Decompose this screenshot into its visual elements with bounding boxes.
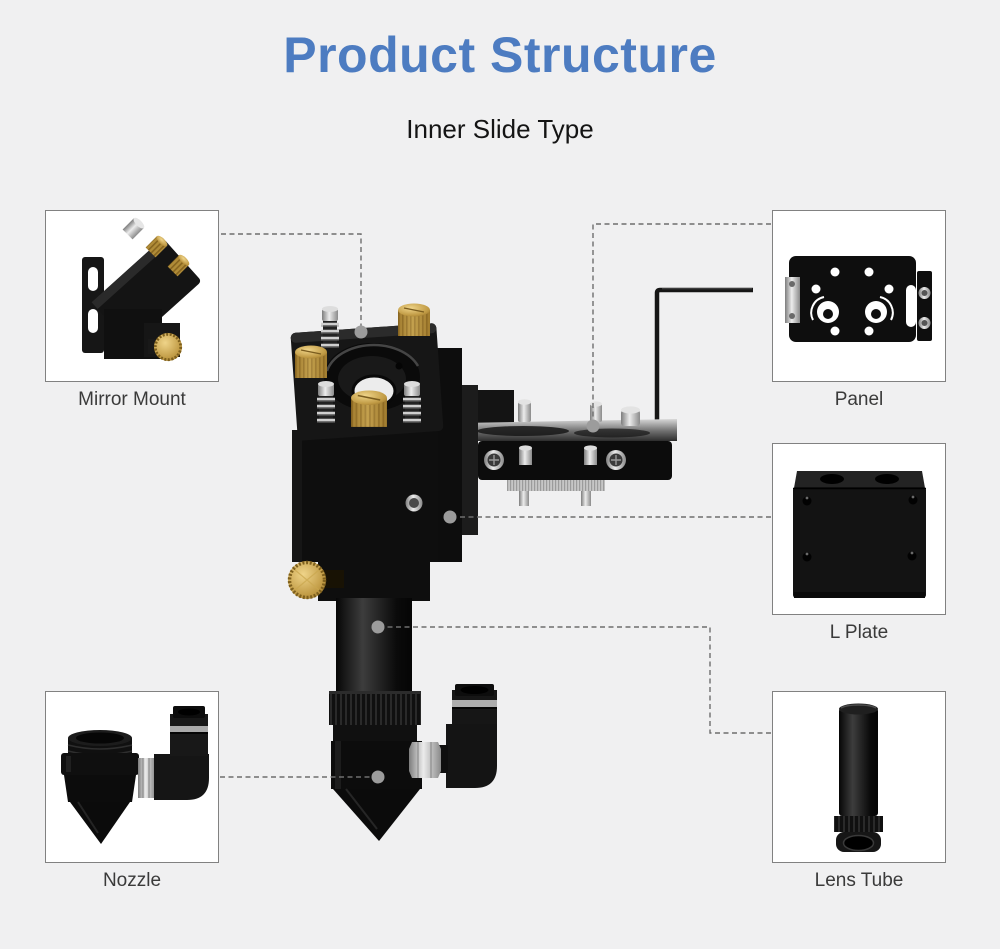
lens-tube-image	[834, 703, 883, 852]
callout-nozzle: Nozzle	[45, 691, 219, 892]
lens-tube-photo-box	[772, 691, 946, 863]
l-plate-photo-box	[772, 443, 946, 615]
spring-screw	[315, 379, 337, 425]
side-brass-knob	[287, 560, 344, 600]
leader-lens-tube	[381, 626, 771, 734]
mirror-mount-photo-box	[45, 210, 219, 382]
leader-panel	[592, 223, 771, 421]
callout-mirror-mount: Mirror Mount	[45, 210, 219, 411]
mirror-mount-head	[290, 302, 444, 441]
callout-panel: Panel	[772, 210, 946, 411]
callout-l-plate: L Plate	[772, 443, 946, 644]
nozzle-photo-box	[45, 691, 219, 863]
brass-knob	[294, 344, 328, 379]
callout-label-mirror-mount: Mirror Mount	[78, 389, 186, 410]
callout-label-panel: Panel	[834, 389, 884, 410]
rail-studs	[518, 399, 640, 426]
callout-label-lens-tube: Lens Tube	[814, 870, 904, 891]
lens-barrel-and-nozzle	[329, 598, 497, 841]
slide-rail-assembly	[452, 390, 677, 506]
support-rod	[654, 287, 753, 433]
rail-screws	[484, 450, 626, 470]
leader-lines	[220, 223, 771, 778]
nozzle-image	[61, 706, 209, 844]
mirror-ring	[324, 343, 420, 411]
air-fitting	[409, 684, 497, 788]
head-body	[287, 430, 438, 601]
l-plate-image	[793, 471, 926, 598]
callout-label-l-plate: L Plate	[829, 622, 889, 643]
mirror-mount-image	[82, 216, 201, 362]
leader-anchor-dots	[354, 325, 600, 784]
leader-mirror-mount	[221, 233, 362, 328]
spring-screw	[401, 379, 423, 425]
page-subtitle: Inner Slide Type	[406, 114, 594, 144]
spring-screw	[319, 304, 341, 350]
callout-lens-tube: Lens Tube	[772, 691, 946, 892]
panel-photo-box	[772, 210, 946, 382]
callout-label-nozzle: Nozzle	[102, 870, 162, 891]
brass-knob	[397, 302, 431, 337]
brass-knob	[350, 389, 388, 428]
panel-image	[785, 256, 932, 342]
page-title: Product Structure	[283, 27, 717, 83]
